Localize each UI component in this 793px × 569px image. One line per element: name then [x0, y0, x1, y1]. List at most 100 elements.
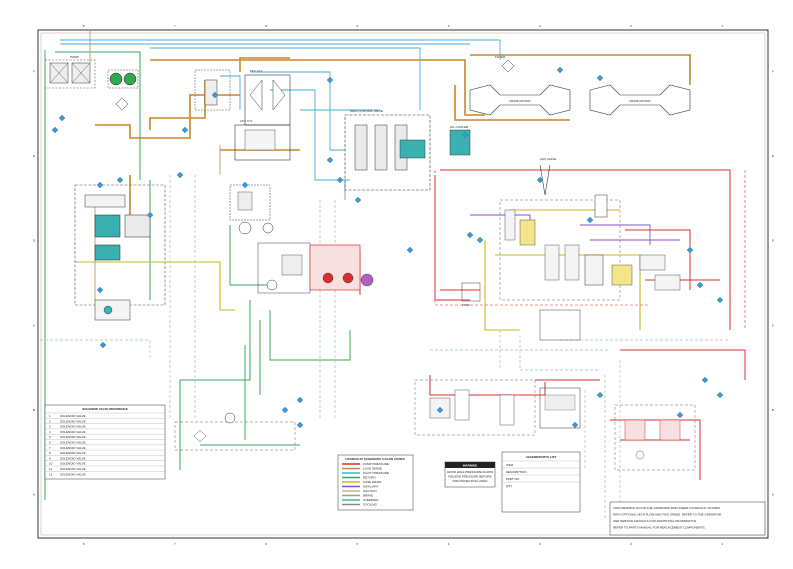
legend-entry: PILOT PRESSURE — [363, 471, 389, 475]
fitting-diamond — [181, 126, 189, 134]
zone-mark-left: E — [33, 154, 35, 158]
zone-mark-bottom: 8 — [83, 542, 85, 546]
solenoid-table-desc: SOLENOID VALVE — [60, 419, 86, 423]
fitting-diamond — [696, 281, 704, 289]
solenoid-table-desc: SOLENOID VALVE — [60, 472, 86, 476]
title-block-line: REFER TO PARTS MANUAL FOR REPLACEMENT CO… — [613, 526, 706, 530]
dashed-pilot-lines — [40, 175, 730, 520]
parts-list-title: LEGEND/PARTS LIST — [526, 455, 557, 459]
parts-list-entry: ITEM — [506, 463, 514, 467]
solenoid-table-desc: SOLENOID VALVE — [60, 446, 86, 450]
warning-text-line: AVOID HIGH PRESSURE FLUIDS — [447, 470, 493, 474]
zone-mark-left: D — [33, 239, 36, 243]
zone-mark-bottom: 4 — [448, 542, 450, 546]
solenoid-table-desc: SOLENOID VALVE — [60, 441, 86, 445]
fitting-markers — [51, 66, 724, 429]
legend-entry: BRAKE — [363, 494, 373, 498]
zone-mark-top: 5 — [357, 24, 359, 28]
fitting-diamond — [146, 211, 154, 219]
pump-assembly-area — [44, 59, 139, 111]
warning-heading: WARNING — [463, 464, 478, 468]
fitting-diamond — [676, 411, 684, 419]
zone-mark-top: 7 — [174, 24, 176, 28]
zone-mark-left: C — [33, 323, 36, 327]
color-code-legend: HYDRAULIC SCHEMATIC COLOR CODES PUMP PRE… — [337, 454, 414, 511]
solenoid-table-desc: SOLENOID VALVE — [60, 456, 86, 460]
fitting-diamond — [296, 421, 304, 429]
solenoid-table-id: 9 — [49, 456, 51, 460]
zone-mark-right: B — [772, 408, 774, 412]
zone-mark-top: 6 — [265, 24, 267, 28]
fitting-diamond — [476, 236, 484, 244]
solenoid-table-id: 4 — [49, 430, 51, 434]
fitting-diamond — [51, 126, 59, 134]
solenoid-table-desc: SOLENOID VALVE — [60, 430, 86, 434]
solenoid-table-id: 8 — [49, 451, 51, 455]
parts-list-entry: PART NO. — [506, 477, 520, 481]
lower-center-circuit — [414, 379, 581, 436]
fitting-diamond — [556, 66, 564, 74]
zone-mark-bottom: 6 — [265, 542, 267, 546]
solenoid-table-id: 10 — [49, 462, 53, 466]
zone-mark-left: F — [33, 69, 35, 73]
fitting-diamond — [99, 341, 107, 349]
fitting-diamond — [241, 181, 249, 189]
solenoid-table-id: 1 — [49, 414, 51, 418]
warning-text-line: DISCONNECTING LINES — [453, 479, 488, 483]
zone-mark-top: 4 — [448, 24, 450, 28]
drive-motor-left: DRIVE MOTOR — [469, 84, 571, 116]
solenoid-table-title: SOLENOID VALVE REFERENCE — [82, 407, 127, 411]
legend-entry: CASE DRAIN — [363, 480, 381, 484]
fitting-diamond — [116, 176, 124, 184]
parts-list-entry: DESCRIPTION — [506, 470, 527, 474]
legend-title: HYDRAULIC SCHEMATIC COLOR CODES — [345, 457, 404, 461]
label-tank: TANK — [462, 303, 470, 307]
fitting-diamond — [596, 391, 604, 399]
zone-mark-right: E — [772, 154, 774, 158]
title-block: THIS DRAWING IS FOR THE STANDARD SKID ST… — [609, 501, 766, 536]
fitting-diamond — [716, 391, 724, 399]
lower-left-junction — [174, 412, 296, 451]
title-block-line: AND SERVICE MANUALS FOR ADDITIONAL INFOR… — [613, 519, 697, 523]
dashed-red-boundary — [434, 170, 746, 330]
fitting-diamond — [326, 156, 334, 164]
fitting-diamond — [571, 421, 579, 429]
legend-entry: AUXILIARY — [363, 485, 379, 489]
parts-list-entry: QTY — [506, 484, 512, 488]
fitting-diamond — [586, 216, 594, 224]
fitting-diamond — [281, 406, 289, 414]
solenoid-table-desc: SOLENOID VALVE — [60, 435, 86, 439]
supply-lines-blue — [60, 39, 501, 200]
zone-mark-bottom: 7 — [174, 542, 176, 546]
zone-mark-top: 1 — [722, 24, 724, 28]
warning-label: WARNING AVOID HIGH PRESSURE FLUIDSRELIEV… — [444, 461, 496, 488]
drive-motor-right-label: DRIVE MOTOR — [629, 99, 651, 103]
zone-mark-right: F — [772, 69, 774, 73]
label-filter: FILTER — [495, 55, 506, 59]
solenoid-table-id: 11 — [49, 467, 52, 471]
solenoid-table-desc: SOLENOID VALVE — [60, 425, 86, 429]
fitting-diamond — [686, 246, 694, 254]
zone-mark-bottom: 3 — [539, 542, 541, 546]
zone-mark-right: C — [772, 323, 775, 327]
zone-mark-right: A — [772, 493, 774, 497]
solenoid-table-id: 2 — [49, 419, 51, 423]
filter-diamond-top — [501, 59, 515, 73]
center-pump-circuit — [257, 242, 374, 294]
solenoid-table-id: 5 — [49, 435, 51, 439]
legend-entry: RETURN — [363, 476, 376, 480]
fitting-diamond — [176, 171, 184, 179]
fitting-diamond — [336, 176, 344, 184]
zone-mark-left: A — [33, 493, 35, 497]
fitting-diamond — [211, 91, 219, 99]
zone-mark-bottom: 5 — [357, 542, 359, 546]
fitting-diamond — [536, 176, 544, 184]
label-aux-valve: AUX VALVE — [540, 157, 556, 161]
fitting-diamond — [466, 231, 474, 239]
solenoid-table-id: 7 — [49, 446, 51, 450]
drive-motor-right: DRIVE MOTOR — [589, 84, 691, 116]
fitting-diamond — [596, 74, 604, 82]
right-valve-circuit — [499, 164, 681, 341]
solenoid-table-desc: SOLENOID VALVE — [60, 462, 86, 466]
